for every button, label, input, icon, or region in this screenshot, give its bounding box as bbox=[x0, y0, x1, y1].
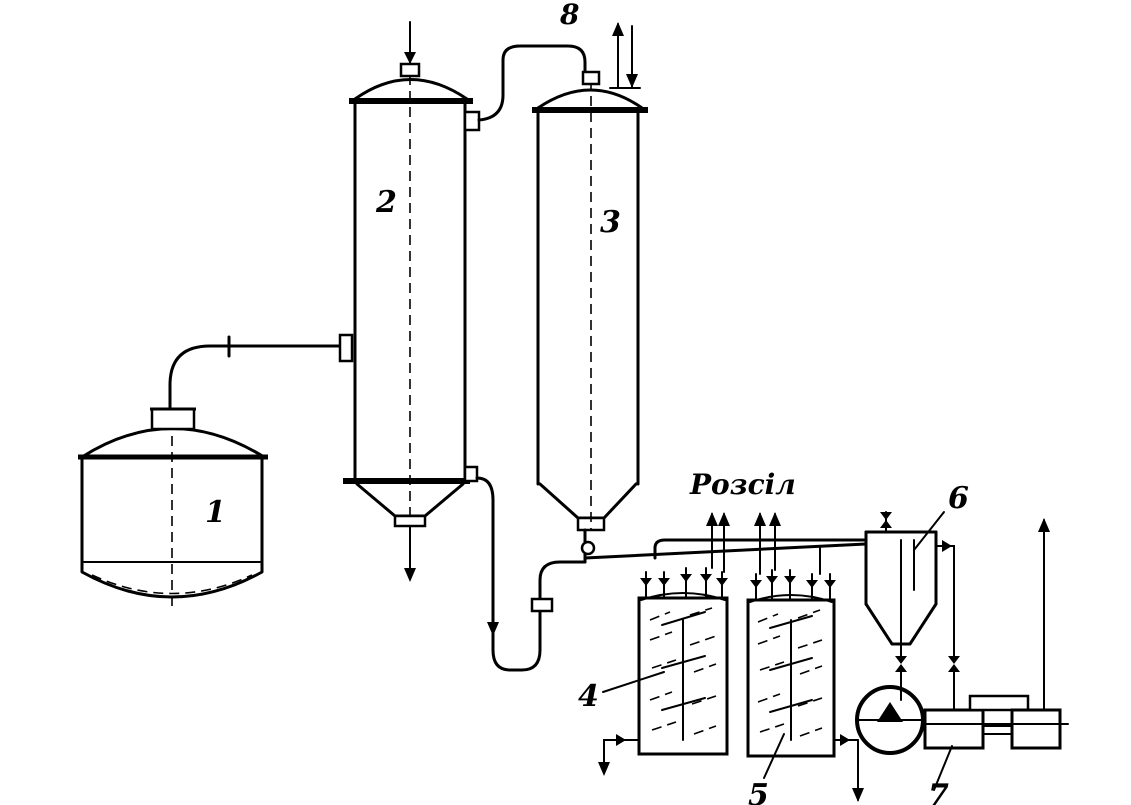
separator-6 bbox=[864, 511, 960, 672]
column-2 bbox=[343, 21, 481, 582]
column-3 bbox=[532, 22, 648, 532]
flange bbox=[530, 597, 554, 613]
label-6: 6 bbox=[948, 481, 969, 516]
unit-7 bbox=[922, 518, 1069, 750]
leader-line-4 bbox=[602, 671, 665, 693]
leader-line-6 bbox=[913, 511, 945, 551]
label-5: 5 bbox=[748, 778, 769, 805]
label-4: 4 bbox=[578, 679, 599, 714]
pipe-1-to-2 bbox=[168, 344, 342, 411]
apparatus-5 bbox=[746, 512, 836, 758]
flow-arrow bbox=[487, 622, 499, 636]
label-3: 3 bbox=[600, 205, 621, 240]
pump bbox=[855, 671, 925, 755]
pipe-2-to-separator bbox=[475, 476, 587, 672]
leader-line-5 bbox=[763, 733, 785, 779]
label-1: 1 bbox=[205, 495, 226, 530]
vessel-1 bbox=[78, 407, 268, 612]
header-line bbox=[583, 542, 868, 560]
leader-line-7 bbox=[933, 745, 953, 791]
label-brine: Розсіл bbox=[689, 468, 796, 501]
label-8: 8 bbox=[559, 0, 579, 31]
vapour-pipe-8 bbox=[477, 44, 587, 122]
label-7: 7 bbox=[928, 778, 949, 805]
label-2: 2 bbox=[375, 185, 397, 220]
nozzle bbox=[338, 333, 354, 363]
